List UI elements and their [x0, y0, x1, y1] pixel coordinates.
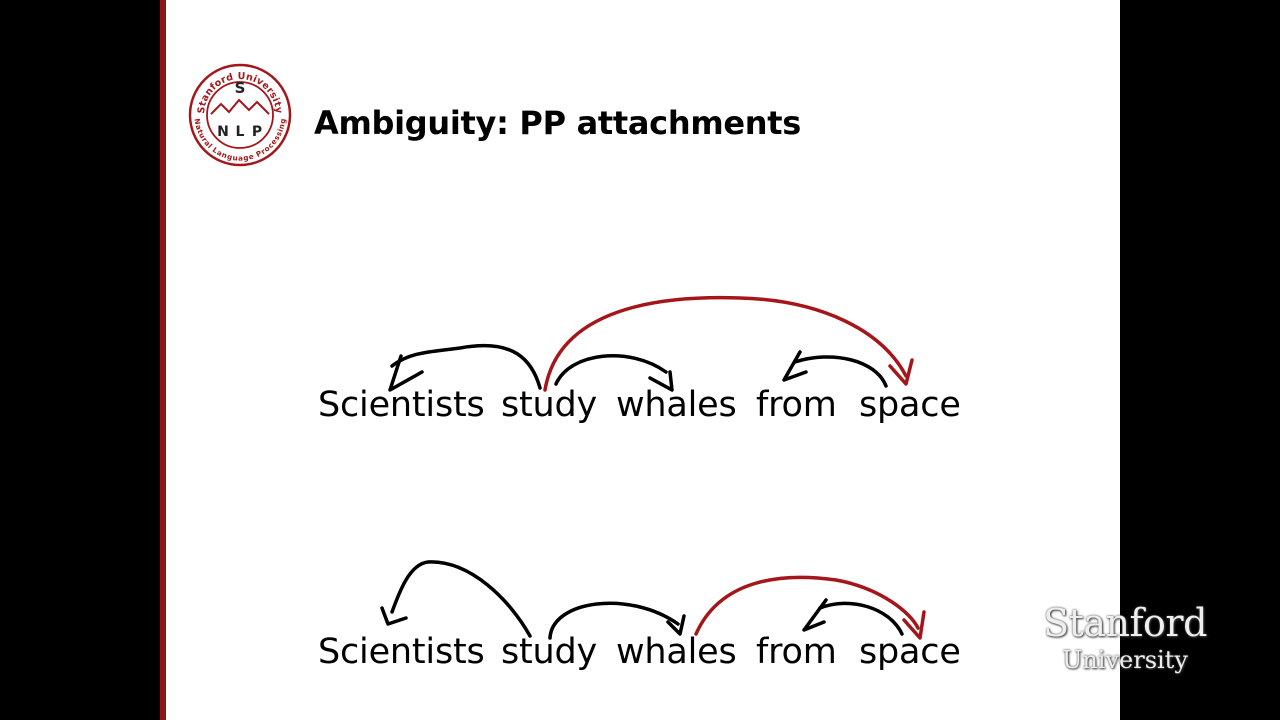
- watermark-line-2: University: [1062, 646, 1188, 674]
- sentence-2-word-study: study: [501, 632, 598, 672]
- logo-inner-ring: [206, 81, 274, 149]
- stanford-university-watermark: Stanford University: [1035, 600, 1215, 674]
- stanford-nlp-logo: Stanford University Natural Language Pro…: [188, 63, 292, 167]
- sentence-2-arc-whales-to-space: [694, 575, 920, 636]
- sentence-2-word-whales: whales: [616, 632, 737, 672]
- sentence-1-word-from: from: [756, 385, 837, 425]
- logo-letter-l: L: [236, 124, 245, 140]
- sentence-1-arc-space-to-from: [793, 355, 888, 388]
- sentence-1-word-whales: whales: [616, 385, 737, 425]
- sentence-1-arrowhead-from: [782, 350, 808, 382]
- sentence-1-word-study: study: [501, 385, 598, 425]
- logo-letter-p: P: [252, 124, 262, 140]
- sentence-1-word-space: space: [859, 385, 961, 425]
- logo-letter-n: N: [217, 124, 229, 140]
- sentence-2-arrowhead-scientists: [380, 606, 408, 626]
- sentence-1-word-scientists: Scientists: [318, 385, 485, 425]
- slide-left-edge-stripe: [160, 0, 166, 720]
- sentence-2-arc-study-to-scientists: [390, 560, 532, 638]
- logo-letter-s: S: [235, 79, 246, 97]
- sentence-1-arc-study-to-whales: [554, 353, 668, 386]
- slide-title: Ambiguity: PP attachments: [314, 104, 801, 142]
- slide: Stanford University Natural Language Pro…: [160, 0, 1120, 720]
- logo-mountain-icon: [210, 98, 270, 115]
- sentence-1-arc-study-to-scientists: [390, 343, 542, 390]
- sentence-2-word-space: space: [859, 632, 961, 672]
- sentence-2-word-scientists: Scientists: [318, 632, 485, 672]
- sentence-2-arrowhead-from: [802, 598, 828, 632]
- watermark-line-1: Stanford: [1043, 601, 1207, 645]
- sentence-1-arc-study-to-space: [543, 295, 908, 392]
- sentence-2-word-from: from: [756, 632, 837, 672]
- sentence-2-arc-space-to-from: [818, 601, 904, 636]
- sentence-1-arrowhead-space: [888, 358, 914, 386]
